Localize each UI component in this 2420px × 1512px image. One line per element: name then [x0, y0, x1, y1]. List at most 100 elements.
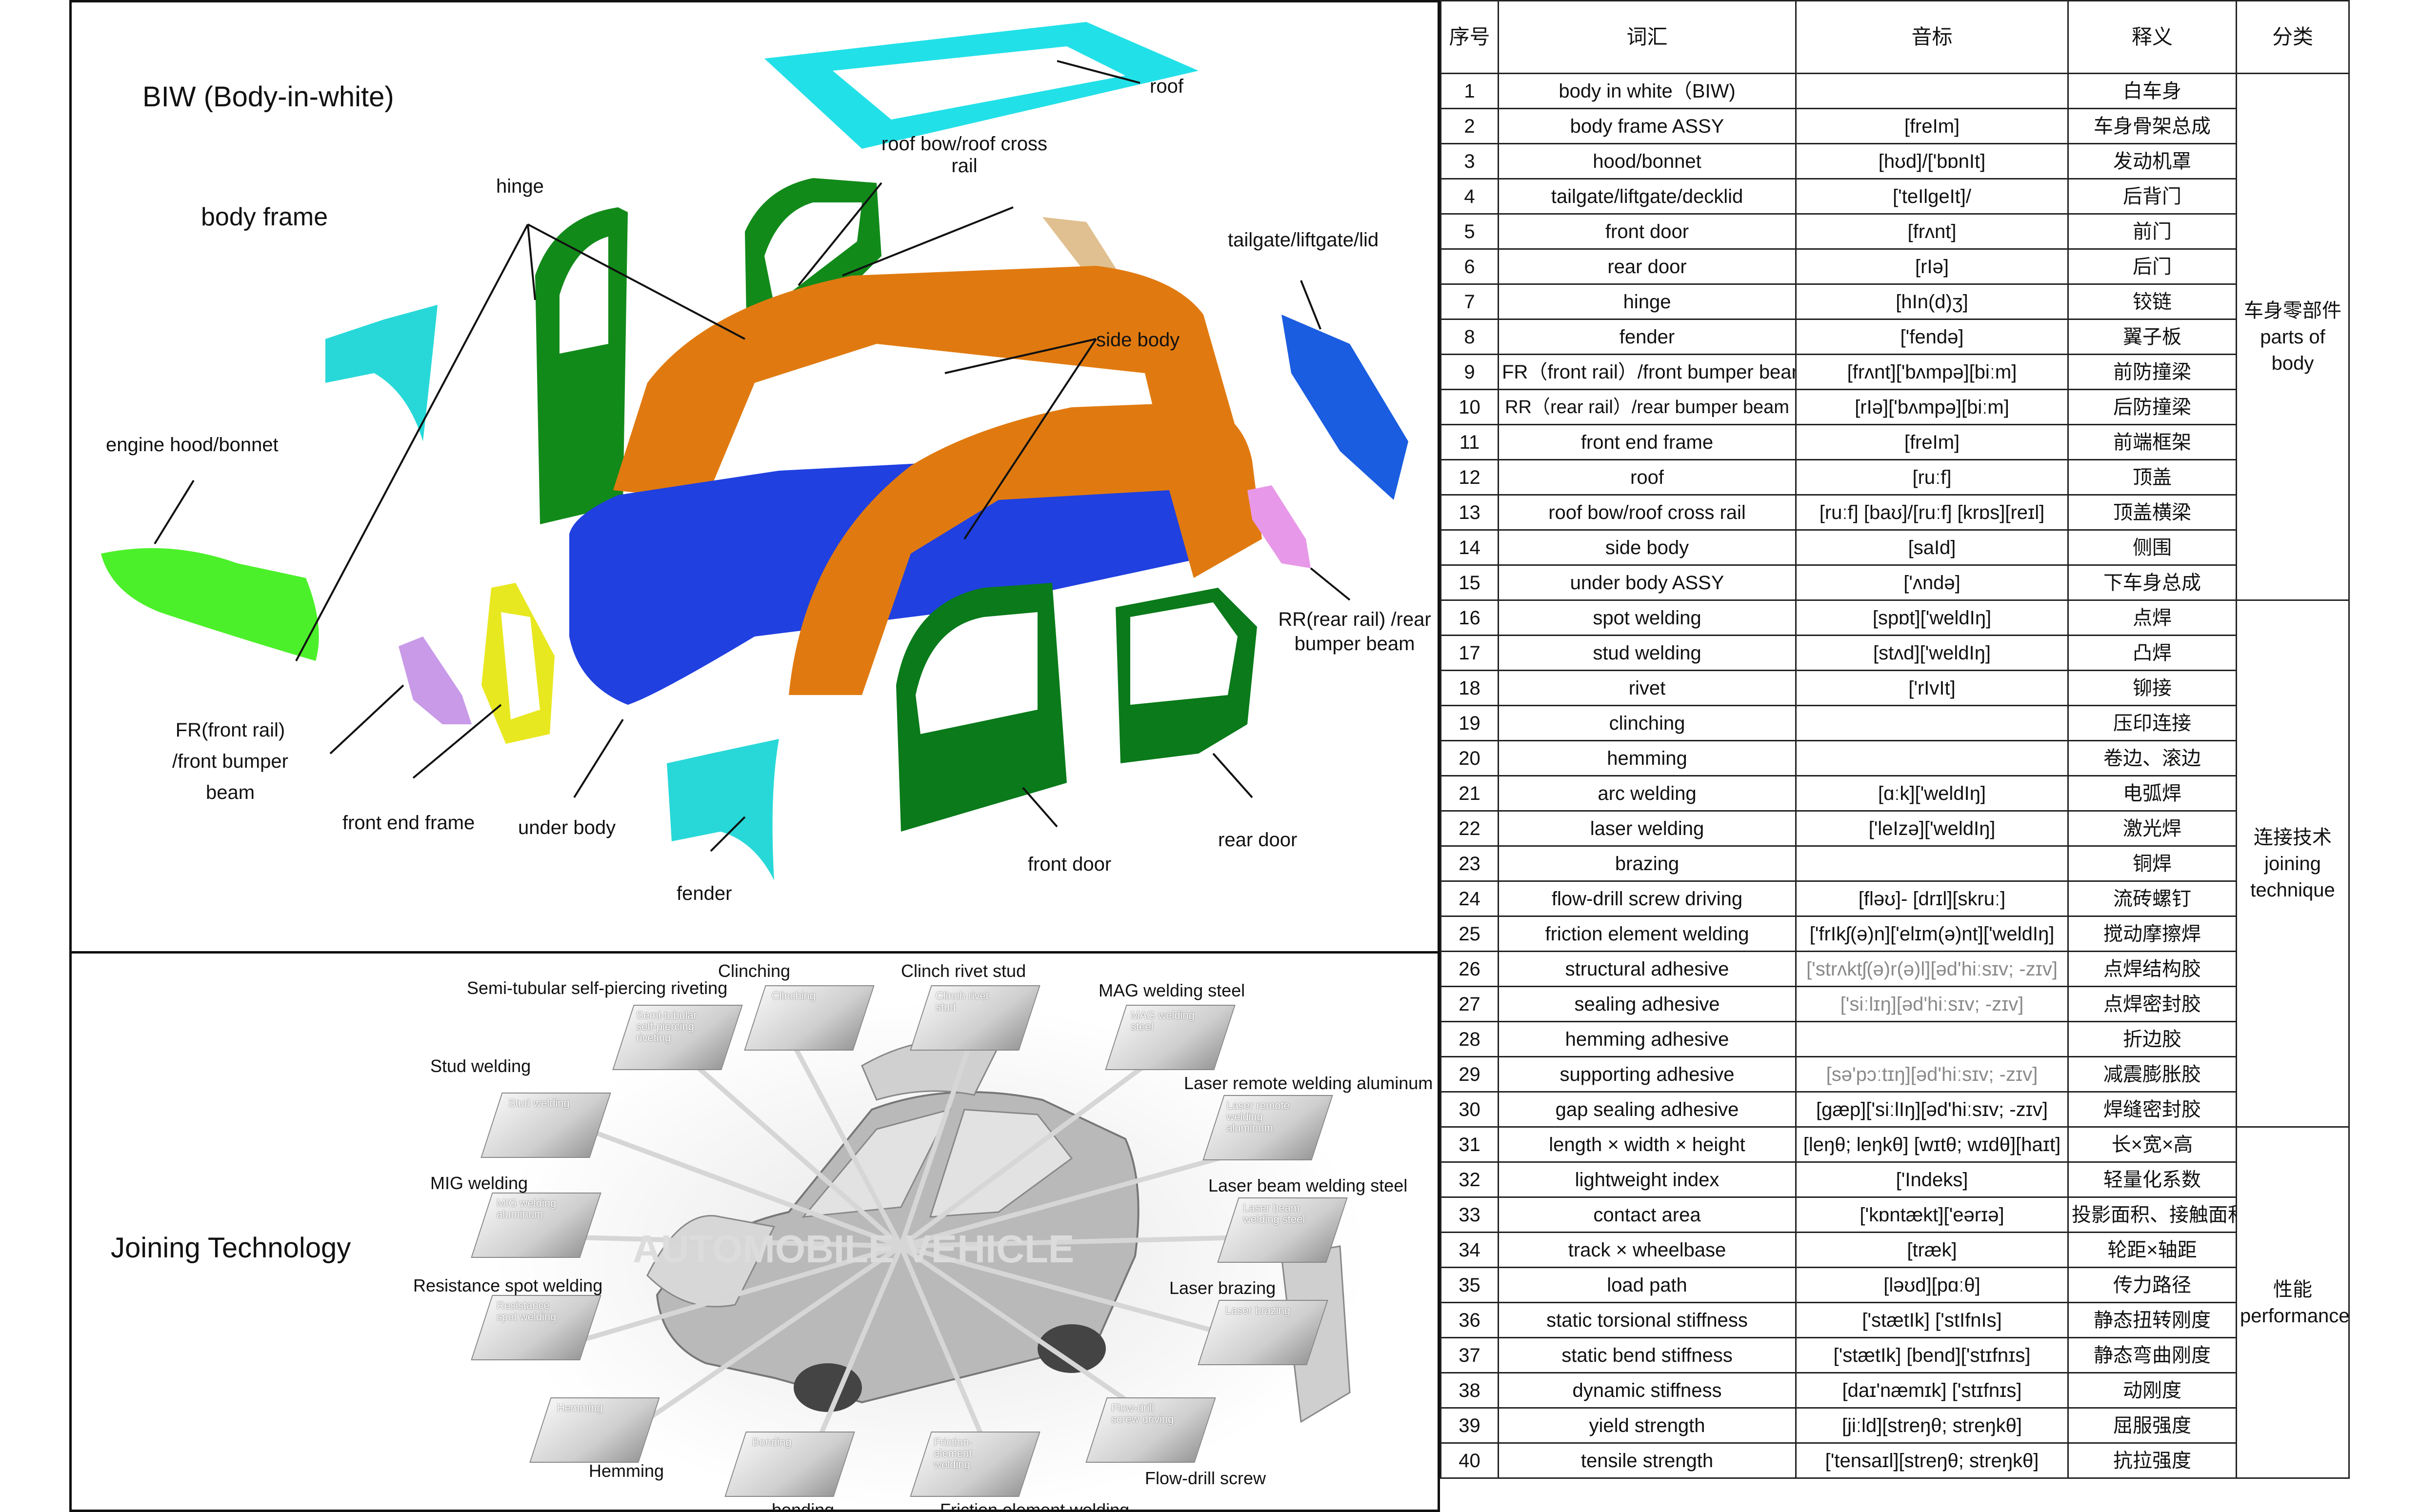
- cell-phonetic: [1795, 705, 2069, 741]
- cell-term: tensile strength: [1498, 1442, 1797, 1479]
- cell-phonetic: ['stætIk] [bend]['stɪfnɪs]: [1795, 1337, 2069, 1373]
- label-flow-drill: Flow-drill screw: [1145, 1468, 1266, 1488]
- cell-index: 15: [1440, 564, 1499, 601]
- header-category: 分类: [2236, 0, 2350, 74]
- watermark: AUTOMOBILE VEHICLE: [633, 1227, 1075, 1271]
- cell-meaning: 长×宽×高: [2067, 1126, 2237, 1163]
- cell-index: 14: [1440, 529, 1499, 566]
- cell-term: track × wheelbase: [1498, 1232, 1797, 1268]
- cell-meaning: 点焊结构胶: [2067, 951, 2237, 987]
- cell-phonetic: [rIə]: [1795, 248, 2069, 285]
- cell-meaning: 铜焊: [2067, 845, 2237, 882]
- cell-phonetic: [saId]: [1795, 529, 2069, 566]
- thumb-flow-drill: Flow-drill screw driving: [1085, 1397, 1216, 1463]
- cell-phonetic: [spɒt]['weldIŋ]: [1795, 599, 2069, 636]
- label-roof: roof: [1150, 76, 1183, 97]
- cell-index: 10: [1440, 389, 1499, 425]
- label-tailgate: tailgate/liftgate/lid: [1228, 229, 1379, 251]
- thumb-clinch-rivet-stud: Clinch rivet stud: [910, 985, 1040, 1051]
- cell-index: 26: [1440, 951, 1499, 987]
- cell-meaning: 轻量化系数: [2067, 1161, 2237, 1198]
- cell-phonetic: ['rIvIt]: [1795, 670, 2069, 706]
- cell-phonetic: [jiːld][streŋθ; streŋkθ]: [1795, 1407, 2069, 1444]
- cell-index: 4: [1440, 178, 1499, 215]
- cell-phonetic: [frʌnt]['bʌmpə][biːm]: [1795, 354, 2069, 390]
- cell-term: hood/bonnet: [1498, 143, 1797, 179]
- side-body-far: [613, 266, 1242, 500]
- label-laser-brazing: Laser brazing: [1169, 1278, 1276, 1298]
- cell-term: front end frame: [1498, 424, 1797, 460]
- cell-index: 40: [1440, 1442, 1499, 1479]
- label-rr-rail: RR(rear rail) /rear bumper beam: [1278, 609, 1431, 655]
- cell-term: FR（front rail）/front bumper beam: [1498, 354, 1797, 390]
- cell-phonetic: [1795, 845, 2069, 882]
- cell-phonetic: [ɑːk]['weldIŋ]: [1795, 775, 2069, 812]
- cell-meaning: 折边胶: [2067, 1021, 2237, 1057]
- cell-term: front door: [1498, 213, 1797, 250]
- cell-index: 1: [1440, 73, 1499, 109]
- cell-meaning: 顶盖: [2067, 459, 2237, 496]
- cell-index: 38: [1440, 1372, 1499, 1409]
- cell-phonetic: [ləʊd][pɑːθ]: [1795, 1267, 2069, 1303]
- label-bonding: bonding: [772, 1500, 835, 1512]
- cell-meaning: 前端框架: [2067, 424, 2237, 460]
- cell-phonetic: [rIə]['bʌmpə][biːm]: [1795, 389, 2069, 425]
- header-meaning: 释义: [2067, 0, 2237, 74]
- cell-index: 11: [1440, 424, 1499, 460]
- label-under-body: under body: [518, 817, 616, 838]
- table-header-row: 序号 词汇 音标 释义 分类: [1440, 0, 2350, 74]
- cell-index: 2: [1440, 108, 1499, 144]
- cell-meaning: 搅动摩擦焊: [2067, 915, 2237, 952]
- cell-meaning: 流砖螺钉: [2067, 880, 2237, 917]
- cell-phonetic: [gæp]['siːlIŋ][əd'hiːsɪv; -zɪv]: [1795, 1091, 2069, 1128]
- cell-index: 12: [1440, 459, 1499, 496]
- label-semi-tubular: Semi-tubular self-piercing riveting: [467, 978, 728, 998]
- cell-term: roof: [1498, 459, 1797, 496]
- cell-phonetic: [fləʊ]- [drɪl][skruː]: [1795, 880, 2069, 917]
- cell-category-joining: 连接技术 joining technique: [2236, 599, 2350, 1128]
- hood-part: [101, 548, 319, 661]
- cell-meaning: 翼子板: [2067, 318, 2237, 355]
- biw-panel: BIW (Body-in-white) body frame roof roof…: [69, 0, 1440, 954]
- cell-index: 24: [1440, 880, 1499, 917]
- cell-meaning: 后门: [2067, 248, 2237, 285]
- label-stud-welding: Stud welding: [430, 1056, 531, 1076]
- header-term: 词汇: [1498, 0, 1797, 74]
- cell-term: hinge: [1498, 283, 1797, 320]
- cell-index: 25: [1440, 915, 1499, 952]
- cell-phonetic: ['kɒntækt]['eərɪə]: [1795, 1196, 2069, 1233]
- cell-term: spot welding: [1498, 599, 1797, 636]
- label-fender: fender: [677, 883, 732, 904]
- thumb-bonding: Bonding: [724, 1432, 855, 1497]
- cell-meaning: 前防撞梁: [2067, 354, 2237, 390]
- label-mag-welding: MAG welding steel: [1099, 980, 1245, 1000]
- cell-index: 30: [1440, 1091, 1499, 1128]
- cell-term: static torsional stiffness: [1498, 1302, 1797, 1338]
- label-engine-hood: engine hood/bonnet: [106, 434, 279, 456]
- cell-term: rear door: [1498, 248, 1797, 285]
- cell-phonetic: [freIm]: [1795, 108, 2069, 144]
- cell-term: load path: [1498, 1267, 1797, 1303]
- cell-index: 28: [1440, 1021, 1499, 1057]
- cell-term: structural adhesive: [1498, 951, 1797, 987]
- joining-car-illustration: [491, 1002, 1369, 1510]
- thumb-laser-brazing: Laser brazing: [1198, 1300, 1328, 1365]
- thumb-friction-element: Friction-element welding: [910, 1432, 1040, 1497]
- cell-index: 39: [1440, 1407, 1499, 1444]
